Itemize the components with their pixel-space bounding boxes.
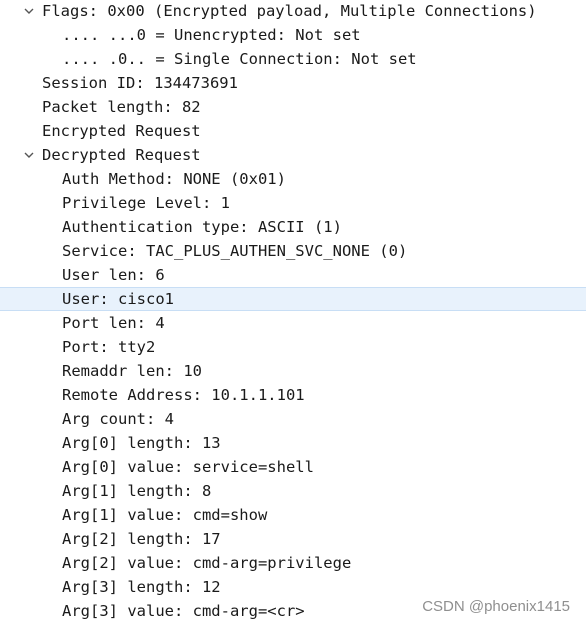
tree-row-label: Service: TAC_PLUS_AUTHEN_SVC_NONE (0) <box>62 242 408 260</box>
tree-row-port[interactable]: Port: tty2 <box>0 335 586 359</box>
tree-row-label: .... ...0 = Unencrypted: Not set <box>62 26 361 44</box>
tree-row-label: Session ID: 134473691 <box>42 74 238 92</box>
tree-row-decrypted-request[interactable]: Decrypted Request <box>0 143 586 167</box>
tree-row-label: Arg[1] value: cmd=show <box>62 506 268 524</box>
tree-row-label: Arg[0] value: service=shell <box>62 458 314 476</box>
tree-row-label: Remaddr len: 10 <box>62 362 202 380</box>
chevron-down-icon[interactable] <box>22 0 36 23</box>
tree-row-single-connection-flag[interactable]: .... .0.. = Single Connection: Not set <box>0 47 586 71</box>
tree-row-arg3-length[interactable]: Arg[3] length: 12 <box>0 575 586 599</box>
tree-row-arg0-length[interactable]: Arg[0] length: 13 <box>0 431 586 455</box>
tree-row-label: Auth Method: NONE (0x01) <box>62 170 286 188</box>
tree-row-user-len[interactable]: User len: 6 <box>0 263 586 287</box>
tree-row-label: Decrypted Request <box>42 146 201 164</box>
tree-row-label: Port len: 4 <box>62 314 165 332</box>
tree-row-label: Arg[3] length: 12 <box>62 578 221 596</box>
tree-row-label: User: cisco1 <box>62 290 174 308</box>
tree-row-unencrypted-flag[interactable]: .... ...0 = Unencrypted: Not set <box>0 23 586 47</box>
tree-row-arg0-value[interactable]: Arg[0] value: service=shell <box>0 455 586 479</box>
chevron-down-icon[interactable] <box>22 143 36 167</box>
tree-row-auth-method[interactable]: Auth Method: NONE (0x01) <box>0 167 586 191</box>
tree-row-encrypted-request[interactable]: Encrypted Request <box>0 119 586 143</box>
tree-row-label: Flags: 0x00 (Encrypted payload, Multiple… <box>42 2 537 20</box>
tree-row-service[interactable]: Service: TAC_PLUS_AUTHEN_SVC_NONE (0) <box>0 239 586 263</box>
tree-row-arg2-value[interactable]: Arg[2] value: cmd-arg=privilege <box>0 551 586 575</box>
tree-row-user[interactable]: User: cisco1 <box>0 287 586 311</box>
tree-row-arg2-length[interactable]: Arg[2] length: 17 <box>0 527 586 551</box>
tree-row-label: Arg[0] length: 13 <box>62 434 221 452</box>
tree-row-label: Authentication type: ASCII (1) <box>62 218 342 236</box>
tree-row-flags[interactable]: Flags: 0x00 (Encrypted payload, Multiple… <box>0 0 586 23</box>
tree-row-label: Arg count: 4 <box>62 410 174 428</box>
tree-row-privilege-level[interactable]: Privilege Level: 1 <box>0 191 586 215</box>
tree-row-remaddr-len[interactable]: Remaddr len: 10 <box>0 359 586 383</box>
tree-row-label: Encrypted Request <box>42 122 201 140</box>
tree-row-label: Arg[2] value: cmd-arg=privilege <box>62 554 352 572</box>
tree-row-session-id[interactable]: Session ID: 134473691 <box>0 71 586 95</box>
watermark: CSDN @phoenix1415 <box>422 598 570 615</box>
tree-row-label: Arg[1] length: 8 <box>62 482 212 500</box>
tree-row-label: Port: tty2 <box>62 338 156 356</box>
tree-row-port-len[interactable]: Port len: 4 <box>0 311 586 335</box>
tree-row-label: User len: 6 <box>62 266 165 284</box>
tree-row-label: Privilege Level: 1 <box>62 194 230 212</box>
tree-row-arg1-length[interactable]: Arg[1] length: 8 <box>0 479 586 503</box>
tree-row-label: Packet length: 82 <box>42 98 201 116</box>
tree-row-label: .... .0.. = Single Connection: Not set <box>62 50 417 68</box>
tree-row-packet-length[interactable]: Packet length: 82 <box>0 95 586 119</box>
tree-row-label: Arg[3] value: cmd-arg=<cr> <box>62 602 305 620</box>
tree-row-remote-address[interactable]: Remote Address: 10.1.1.101 <box>0 383 586 407</box>
tree-row-label: Remote Address: 10.1.1.101 <box>62 386 305 404</box>
tree-row-arg3-value[interactable]: Arg[3] value: cmd-arg=<cr> <box>0 599 586 623</box>
tree-row-arg1-value[interactable]: Arg[1] value: cmd=show <box>0 503 586 527</box>
tree-row-arg-count[interactable]: Arg count: 4 <box>0 407 586 431</box>
tree-row-authentication-type[interactable]: Authentication type: ASCII (1) <box>0 215 586 239</box>
tree-row-label: Arg[2] length: 17 <box>62 530 221 548</box>
